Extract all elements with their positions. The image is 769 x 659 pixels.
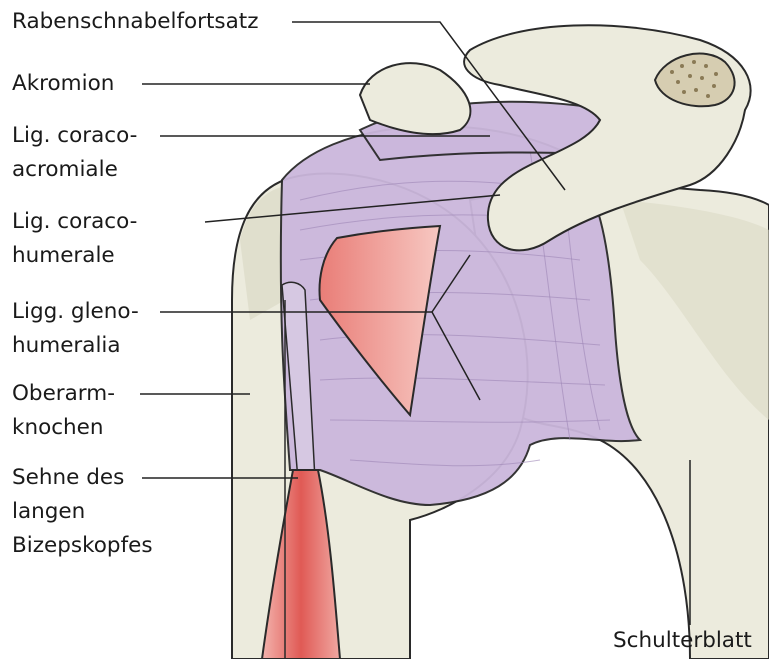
label-oberarmknochen: Oberarm- knochen <box>12 377 115 445</box>
label-akromion: Akromion <box>12 67 114 101</box>
label-lig-coraco-acromiale: Lig. coraco- acromiale <box>12 119 137 187</box>
label-rabenschnabelfortsatz: Rabenschnabelfortsatz <box>12 5 259 39</box>
label-schulterblatt: Schulterblatt <box>613 624 752 658</box>
acromion-bone <box>360 63 470 134</box>
label-sehne-des-langen-bizepskopfes: Sehne des langen Bizepskopfes <box>12 461 153 563</box>
label-ligg-gleno-humeralia: Ligg. gleno- humeralia <box>12 295 139 363</box>
label-lig-coraco-humerale: Lig. coraco- humerale <box>12 205 137 273</box>
